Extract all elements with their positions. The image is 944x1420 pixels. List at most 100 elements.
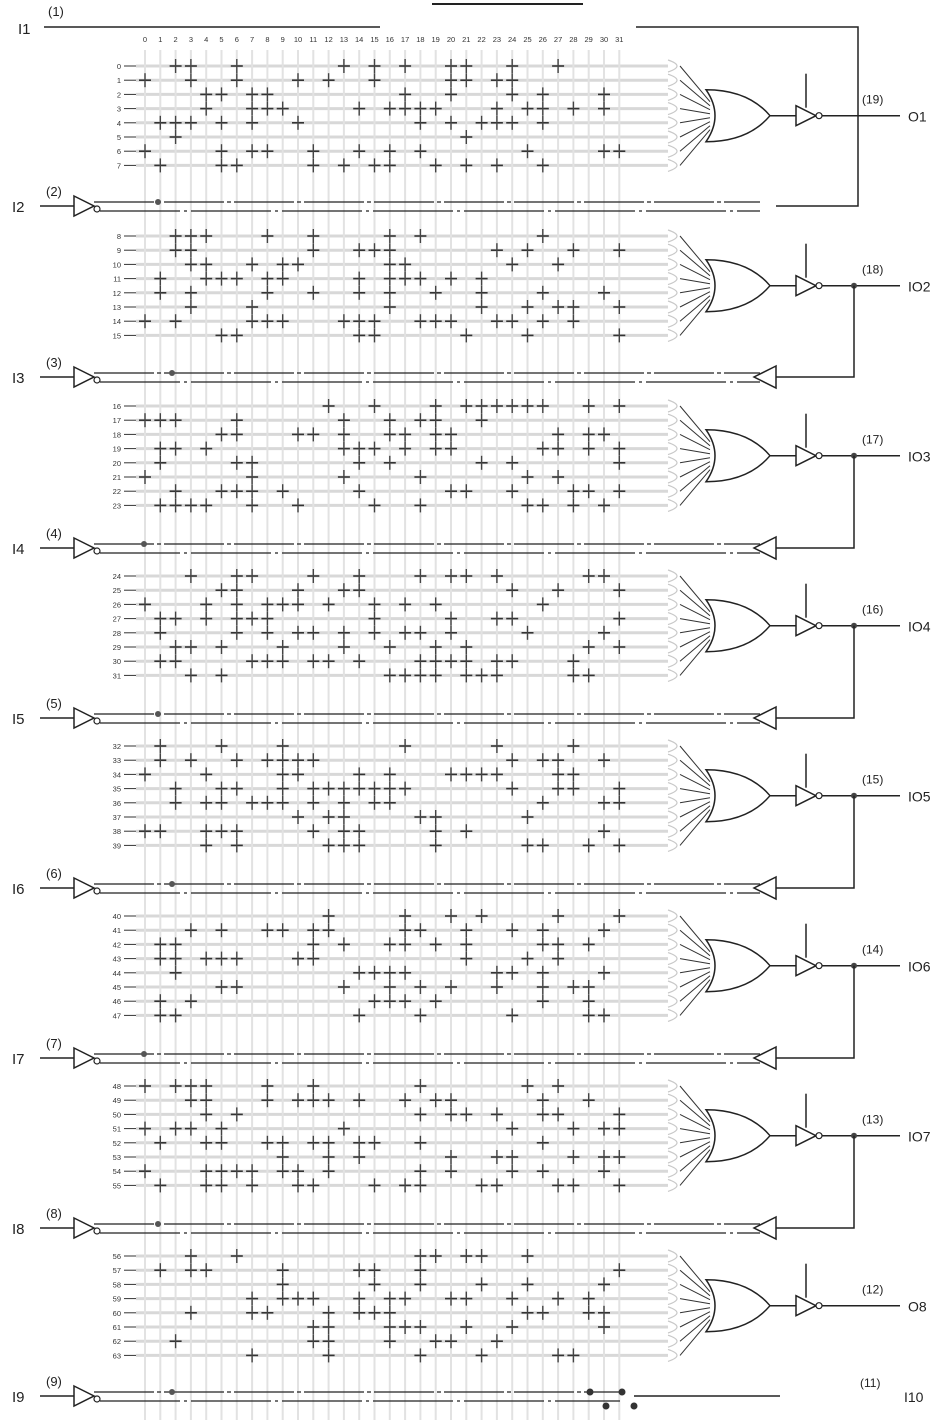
and-gate-icon bbox=[667, 626, 678, 640]
input-buffer-icon bbox=[73, 194, 96, 218]
and-output-wire bbox=[679, 631, 711, 648]
and-gate-icon bbox=[667, 413, 678, 427]
and-gate-icon bbox=[667, 427, 678, 441]
and-gate-icon bbox=[667, 272, 678, 286]
input-label: I9 bbox=[12, 1389, 25, 1406]
and-gate-icon bbox=[667, 328, 678, 342]
pin-number: (3) bbox=[46, 355, 62, 370]
connection-dot bbox=[618, 1388, 626, 1396]
and-gate-icon bbox=[667, 1306, 678, 1320]
and-output-wire bbox=[679, 1255, 711, 1293]
output-buffer-icon bbox=[795, 1124, 818, 1147]
and-gate-icon bbox=[667, 824, 678, 838]
product-term-number: 42 bbox=[113, 940, 121, 949]
product-term-number: 0 bbox=[117, 62, 121, 71]
product-term-number: 9 bbox=[117, 246, 121, 255]
connection-dot bbox=[155, 711, 161, 717]
and-gate-icon bbox=[667, 130, 678, 144]
and-gate-icon bbox=[667, 1079, 678, 1093]
and-output-wire bbox=[679, 801, 711, 818]
and-output-wire bbox=[679, 125, 711, 152]
and-output-wire bbox=[679, 235, 711, 273]
and-gate-icon bbox=[667, 753, 678, 767]
and-output-wire bbox=[679, 465, 711, 492]
column-number: 4 bbox=[204, 35, 208, 44]
and-gate-icon bbox=[667, 144, 678, 158]
and-gate-icon bbox=[667, 300, 678, 314]
pin-number: (7) bbox=[46, 1036, 62, 1051]
product-term-number: 43 bbox=[113, 955, 121, 964]
and-gate-icon bbox=[667, 1122, 678, 1136]
and-gate-icon bbox=[667, 612, 678, 626]
or-gate-icon bbox=[704, 428, 771, 483]
product-term-number: 33 bbox=[113, 756, 121, 765]
and-gate-icon bbox=[667, 73, 678, 87]
or-gate-icon bbox=[704, 258, 771, 313]
and-gate-icon bbox=[667, 484, 678, 498]
input-buffer-icon bbox=[73, 1046, 96, 1070]
and-gate-icon bbox=[667, 909, 678, 923]
output-label: I10 bbox=[904, 1389, 924, 1405]
product-term-number: 35 bbox=[113, 785, 121, 794]
column-number: 7 bbox=[250, 35, 254, 44]
and-output-wire bbox=[679, 967, 711, 974]
feedback-buffer-icon bbox=[752, 364, 777, 390]
output-label: IO2 bbox=[908, 279, 931, 295]
input-label-I1: I1 bbox=[18, 21, 31, 38]
product-term-number: 62 bbox=[113, 1337, 121, 1346]
output-label: IO7 bbox=[908, 1129, 931, 1145]
output-bubble-icon bbox=[815, 962, 823, 970]
output-pin-number: (16) bbox=[862, 603, 883, 617]
product-term-number: 18 bbox=[113, 430, 121, 439]
and-output-wire bbox=[679, 639, 711, 676]
and-output-wire bbox=[679, 1319, 711, 1356]
product-term-number: 52 bbox=[113, 1139, 121, 1148]
and-gate-icon bbox=[667, 1107, 678, 1121]
and-output-wire bbox=[679, 618, 711, 625]
output-label: IO5 bbox=[908, 789, 931, 805]
and-output-wire bbox=[679, 1311, 711, 1328]
connection-dot bbox=[155, 1221, 161, 1227]
and-output-wire bbox=[679, 943, 711, 961]
and-output-wire bbox=[679, 1298, 711, 1305]
product-term-number: 29 bbox=[113, 643, 121, 652]
input-buffer-icon bbox=[73, 365, 96, 389]
column-number: 31 bbox=[615, 35, 623, 44]
column-number: 29 bbox=[585, 35, 593, 44]
product-term-number: 5 bbox=[117, 133, 121, 142]
input-buffer-icon bbox=[73, 1216, 96, 1240]
product-term-number: 21 bbox=[113, 473, 121, 482]
input-buffer-icon bbox=[73, 876, 96, 900]
input-buffer-icon bbox=[73, 1384, 96, 1408]
and-gate-icon bbox=[667, 286, 678, 300]
and-gate-icon bbox=[667, 583, 678, 597]
or-gate-icon bbox=[704, 768, 771, 823]
output-label: O1 bbox=[908, 109, 927, 125]
output-bubble-icon bbox=[815, 282, 823, 290]
and-gate-icon bbox=[667, 980, 678, 994]
column-number: 9 bbox=[281, 35, 285, 44]
and-output-wire bbox=[679, 805, 711, 832]
and-gate-icon bbox=[667, 243, 678, 257]
output-cells bbox=[586, 73, 900, 1410]
product-term-number: 2 bbox=[117, 90, 121, 99]
and-gate-icon bbox=[667, 838, 678, 852]
and-output-wire bbox=[679, 809, 711, 846]
and-output-wire bbox=[679, 93, 711, 111]
column-number: 15 bbox=[370, 35, 378, 44]
and-gate-icon bbox=[667, 782, 678, 796]
product-term-number: 58 bbox=[113, 1280, 121, 1289]
and-output-wire bbox=[679, 603, 711, 621]
product-term-number: 38 bbox=[113, 827, 121, 836]
and-output-wire bbox=[679, 575, 711, 613]
or-gate-icon bbox=[704, 938, 771, 993]
column-number: 20 bbox=[447, 35, 455, 44]
column-number: 3 bbox=[189, 35, 193, 44]
connection-dot bbox=[169, 1389, 175, 1395]
and-output-wire bbox=[679, 457, 711, 464]
and-gate-icon bbox=[667, 498, 678, 512]
feedback-wire bbox=[776, 285, 855, 378]
connection-dot bbox=[630, 1402, 638, 1410]
output-pin-number: (14) bbox=[862, 943, 883, 957]
and-gate-icon bbox=[667, 1150, 678, 1164]
